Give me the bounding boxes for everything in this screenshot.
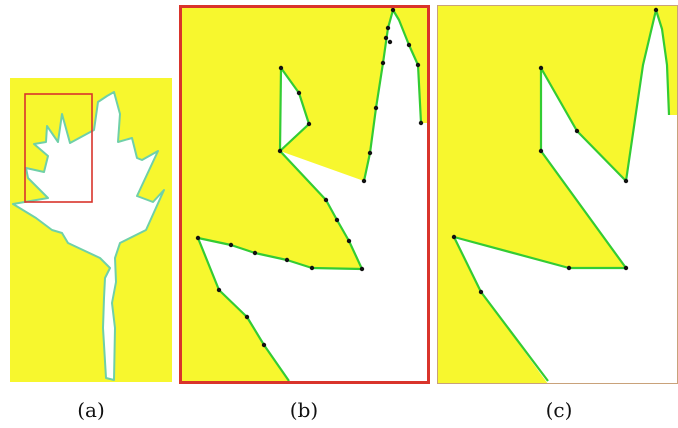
vertex-point bbox=[228, 242, 234, 248]
vertex-point bbox=[361, 178, 367, 184]
vertex-point bbox=[653, 7, 659, 13]
vertex-point bbox=[390, 7, 396, 13]
zoomed-contour-figure bbox=[179, 5, 430, 384]
vertex-point bbox=[538, 65, 544, 71]
vertex-point bbox=[387, 39, 393, 45]
vertex-point bbox=[380, 60, 386, 66]
vertex-point bbox=[244, 314, 250, 320]
simplified-vertex-markers bbox=[451, 7, 659, 295]
crop-rectangle bbox=[24, 93, 93, 203]
vertex-point bbox=[406, 42, 412, 48]
vertex-point bbox=[415, 62, 421, 68]
vertex-point bbox=[309, 265, 315, 271]
leaf-overview-figure bbox=[10, 78, 172, 382]
leaf-region-zoomed bbox=[198, 10, 427, 384]
caption-b: (b) bbox=[289, 398, 319, 422]
vertex-markers bbox=[195, 7, 424, 348]
vertex-point bbox=[252, 250, 258, 256]
vertex-point bbox=[623, 265, 629, 271]
contour-line-right bbox=[362, 8, 423, 182]
vertex-point bbox=[284, 257, 290, 263]
vertex-point bbox=[306, 121, 312, 127]
caption-c: (c) bbox=[545, 398, 573, 422]
vertex-point bbox=[373, 105, 379, 111]
vertex-point bbox=[346, 238, 352, 244]
contour-line bbox=[196, 66, 364, 382]
vertex-point bbox=[566, 265, 572, 271]
caption-a: (a) bbox=[77, 398, 105, 422]
vertex-point bbox=[195, 235, 201, 241]
vertex-point bbox=[418, 120, 424, 126]
vertex-point bbox=[216, 287, 222, 293]
vertex-point bbox=[478, 289, 484, 295]
vertex-point bbox=[261, 342, 267, 348]
panel-b-frame bbox=[179, 5, 430, 384]
vertex-point bbox=[278, 65, 284, 71]
panel-a bbox=[10, 78, 172, 382]
vertex-point bbox=[367, 150, 373, 156]
vertex-point bbox=[359, 266, 365, 272]
leaf-region-simplified bbox=[454, 10, 678, 384]
leaf-silhouette bbox=[12, 91, 165, 381]
vertex-point bbox=[334, 217, 340, 223]
vertex-point bbox=[383, 35, 389, 41]
vertex-point bbox=[538, 148, 544, 154]
vertex-point bbox=[623, 178, 629, 184]
vertex-point bbox=[574, 128, 580, 134]
vertex-point bbox=[385, 25, 391, 31]
panel-b bbox=[179, 5, 430, 384]
panel-c bbox=[437, 5, 678, 384]
vertex-point bbox=[296, 90, 302, 96]
vertex-point bbox=[323, 197, 329, 203]
vertex-point bbox=[451, 234, 457, 240]
vertex-point bbox=[277, 148, 283, 154]
simplified-contour-right bbox=[654, 9, 671, 116]
simplified-contour-figure bbox=[437, 5, 678, 384]
